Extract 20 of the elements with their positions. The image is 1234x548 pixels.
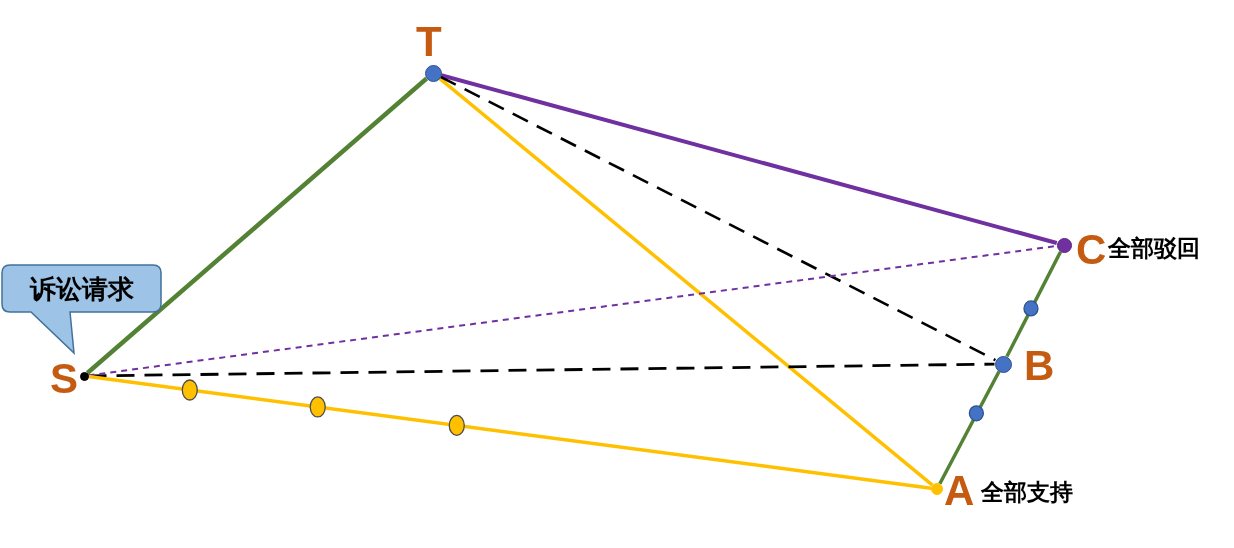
vertex-point — [79, 371, 89, 381]
line — [438, 77, 934, 487]
callout-text: 诉讼请求 — [28, 272, 135, 306]
vertex-point — [1056, 237, 1072, 253]
vertex-point — [424, 64, 442, 82]
point-label: B — [1024, 345, 1055, 387]
line — [1005, 250, 1063, 358]
line — [938, 370, 1001, 485]
point-label: T — [416, 21, 442, 63]
line — [85, 76, 429, 375]
result-label: 全部驳回 — [1108, 237, 1200, 260]
result-label: 全部支持 — [981, 481, 1073, 504]
line — [440, 73, 1058, 245]
dashed-line — [439, 75, 997, 362]
line — [88, 374, 932, 490]
vertex-point — [994, 355, 1012, 373]
point-label: C — [1076, 229, 1107, 271]
point-label: S — [50, 358, 78, 400]
vertex-point — [931, 483, 943, 495]
point-label: A — [944, 470, 975, 512]
